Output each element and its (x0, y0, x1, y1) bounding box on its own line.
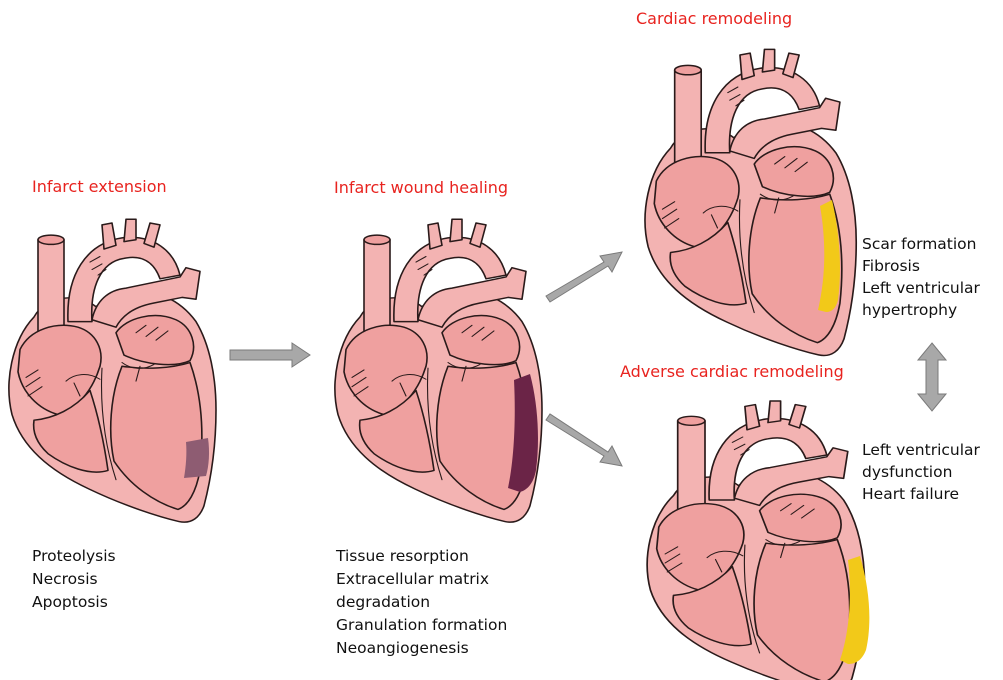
cardiac-remodeling-title: Cardiac remodeling (636, 9, 792, 28)
text-line: Neoangiogenesis (336, 639, 469, 657)
infarct-extension-text: Proteolysis Necrosis Apoptosis (32, 547, 116, 611)
heart-cardiac-remodeling (645, 49, 856, 355)
arrow-down-right-icon (546, 414, 622, 466)
text-line: Scar formation (862, 235, 977, 253)
text-line: hypertrophy (862, 301, 957, 319)
text-line: degradation (336, 593, 430, 611)
infarct-extension-title: Infarct extension (32, 177, 167, 196)
infarct-wound-healing-title: Infarct wound healing (334, 178, 508, 197)
infarct-region-early (184, 438, 209, 478)
infarct-wound-healing-text: Tissue resorption Extracellular matrix d… (335, 547, 507, 657)
arrow-right-icon (230, 343, 310, 367)
cardiac-remodeling-text: Scar formation Fibrosis Left ventricular… (862, 235, 981, 319)
text-line: Granulation formation (336, 616, 507, 634)
text-line: Apoptosis (32, 593, 108, 611)
double-arrow-icon (918, 343, 946, 411)
arrow-up-right-icon (546, 252, 622, 302)
heart-infarct-wound-healing (335, 219, 542, 522)
text-line: dysfunction (862, 463, 952, 481)
text-line: Left ventricular (862, 441, 981, 459)
text-line: Tissue resorption (335, 547, 469, 565)
text-line: Fibrosis (862, 257, 920, 275)
adverse-cardiac-remodeling-text: Left ventricular dysfunction Heart failu… (862, 441, 981, 503)
text-line: Necrosis (32, 570, 98, 588)
text-line: Left ventricular (862, 279, 981, 297)
text-line: Proteolysis (32, 547, 116, 565)
text-line: Heart failure (862, 485, 959, 503)
heart-adverse-cardiac-remodeling (647, 401, 869, 680)
adverse-cardiac-remodeling-title: Adverse cardiac remodeling (620, 362, 844, 381)
text-line: Extracellular matrix (336, 570, 489, 588)
heart-infarct-extension (9, 219, 216, 522)
